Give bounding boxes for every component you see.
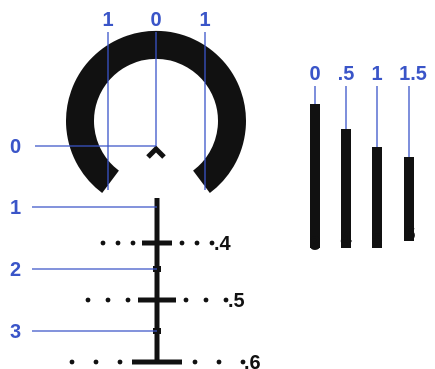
wind-dot [179,240,185,246]
side-bar-4 [404,157,414,241]
side-bar-bottom-label-2: 4 [340,228,352,250]
callout-left-label-3: 3 [10,321,21,343]
wind-dot [194,240,200,246]
hold-label-6: .6 [244,352,261,369]
wind-dot [117,359,123,365]
wind-dot [216,359,222,365]
wind-dot [105,297,111,303]
callout-top-center-label: 0 [150,9,161,31]
wind-dot [223,297,229,303]
callout-top-left-label: 1 [102,9,113,31]
center-chevron [146,145,166,159]
side-bar-bottom-label-1: 3 [309,233,320,255]
wind-dot [115,240,121,246]
side-bar-top-label-4: 1.5 [399,63,427,85]
wind-dots-row-4 [100,240,215,246]
wind-dot [100,240,106,246]
side-bar-bottom-label-4: 6 [404,223,415,245]
side-bar-1 [310,104,320,248]
side-bar-2 [341,129,351,248]
side-bar-bottom-label-3: 5 [371,228,382,250]
wind-dot [130,240,136,246]
wind-dots-row-6 [69,359,246,365]
side-bar-3 [372,147,382,248]
callout-top-right-label: 1 [199,9,210,31]
wind-dot [240,359,246,365]
hold-label-4: .4 [214,233,232,255]
side-bar-top-label-3: 1 [371,63,382,85]
wind-dot [183,297,189,303]
wind-dot [209,240,215,246]
wind-dots-row-5 [85,297,229,303]
callout-left-label-0: 0 [10,136,21,158]
callout-left-label-1: 1 [10,197,21,219]
wind-dot [69,359,75,365]
wind-dot [192,359,198,365]
callout-lines [32,32,410,332]
wind-dot [85,297,91,303]
hold-label-5: .5 [228,290,245,312]
wind-dot [203,297,209,303]
wind-dot [125,297,131,303]
callout-left-label-2: 2 [10,259,21,281]
side-bar-top-label-1: 0 [309,63,320,85]
side-bar-top-label-2: .5 [338,63,355,85]
wind-dot [93,359,99,365]
